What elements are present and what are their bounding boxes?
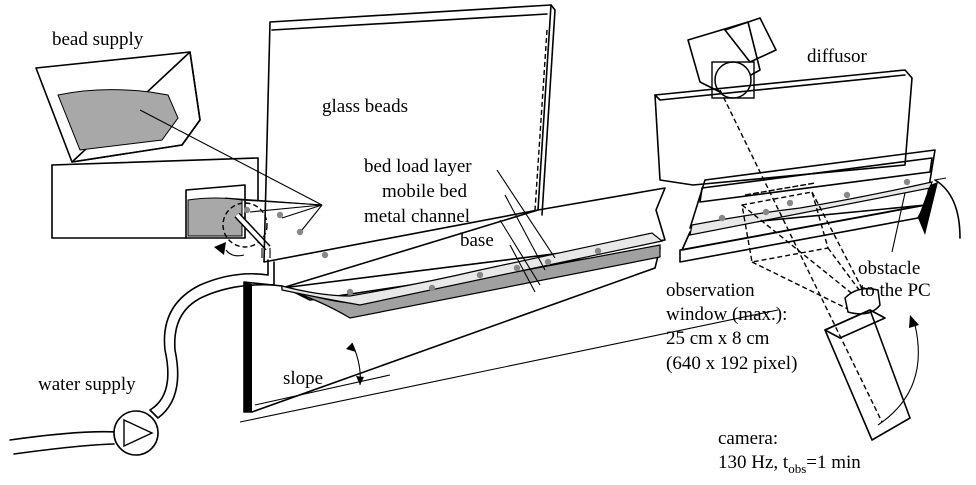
- label-observation-3: 25 cm x 8 cm: [666, 328, 770, 349]
- feeder-wheel: [214, 202, 271, 258]
- label-glass-beads: glass beads: [322, 96, 408, 117]
- label-to-pc: to the PC: [860, 280, 931, 301]
- label-bead-supply: bead supply: [52, 29, 144, 50]
- channel-section-1: [243, 187, 666, 413]
- glass-beads-particles: [243, 178, 911, 296]
- label-water-supply: water supply: [38, 374, 136, 395]
- label-diffusor: diffusor: [807, 46, 867, 67]
- slope-indicator: [239, 309, 779, 423]
- label-observation-1: observation: [666, 280, 755, 301]
- label-observation-2: window (max.):: [666, 304, 787, 325]
- label-obstacle: obstacle: [858, 258, 920, 279]
- label-base: base: [460, 230, 494, 251]
- label-slope: slope: [283, 368, 323, 389]
- label-camera-2: 130 Hz, tobs=1 min: [718, 452, 861, 476]
- label-bed-load-layer: bed load layer: [364, 156, 472, 177]
- label-metal-channel: metal channel: [364, 206, 470, 227]
- camera-duration-text: =1 min: [806, 452, 861, 473]
- water-supply-pump: [9, 259, 275, 456]
- diffusor-panel: [654, 69, 913, 186]
- light-source: [687, 17, 777, 99]
- label-observation-4: (640 x 192 pixel): [666, 353, 797, 374]
- camera: [824, 287, 911, 441]
- label-mobile-bed: mobile bed: [382, 181, 467, 202]
- label-camera-1: camera:: [718, 428, 778, 449]
- camera-freq-text: 130 Hz, t: [718, 452, 789, 473]
- channel-section-2: [679, 149, 961, 263]
- bead-supply-hopper: [35, 51, 259, 239]
- camera-tobs-subscript: obs: [788, 461, 806, 476]
- leader-lines: [139, 109, 919, 426]
